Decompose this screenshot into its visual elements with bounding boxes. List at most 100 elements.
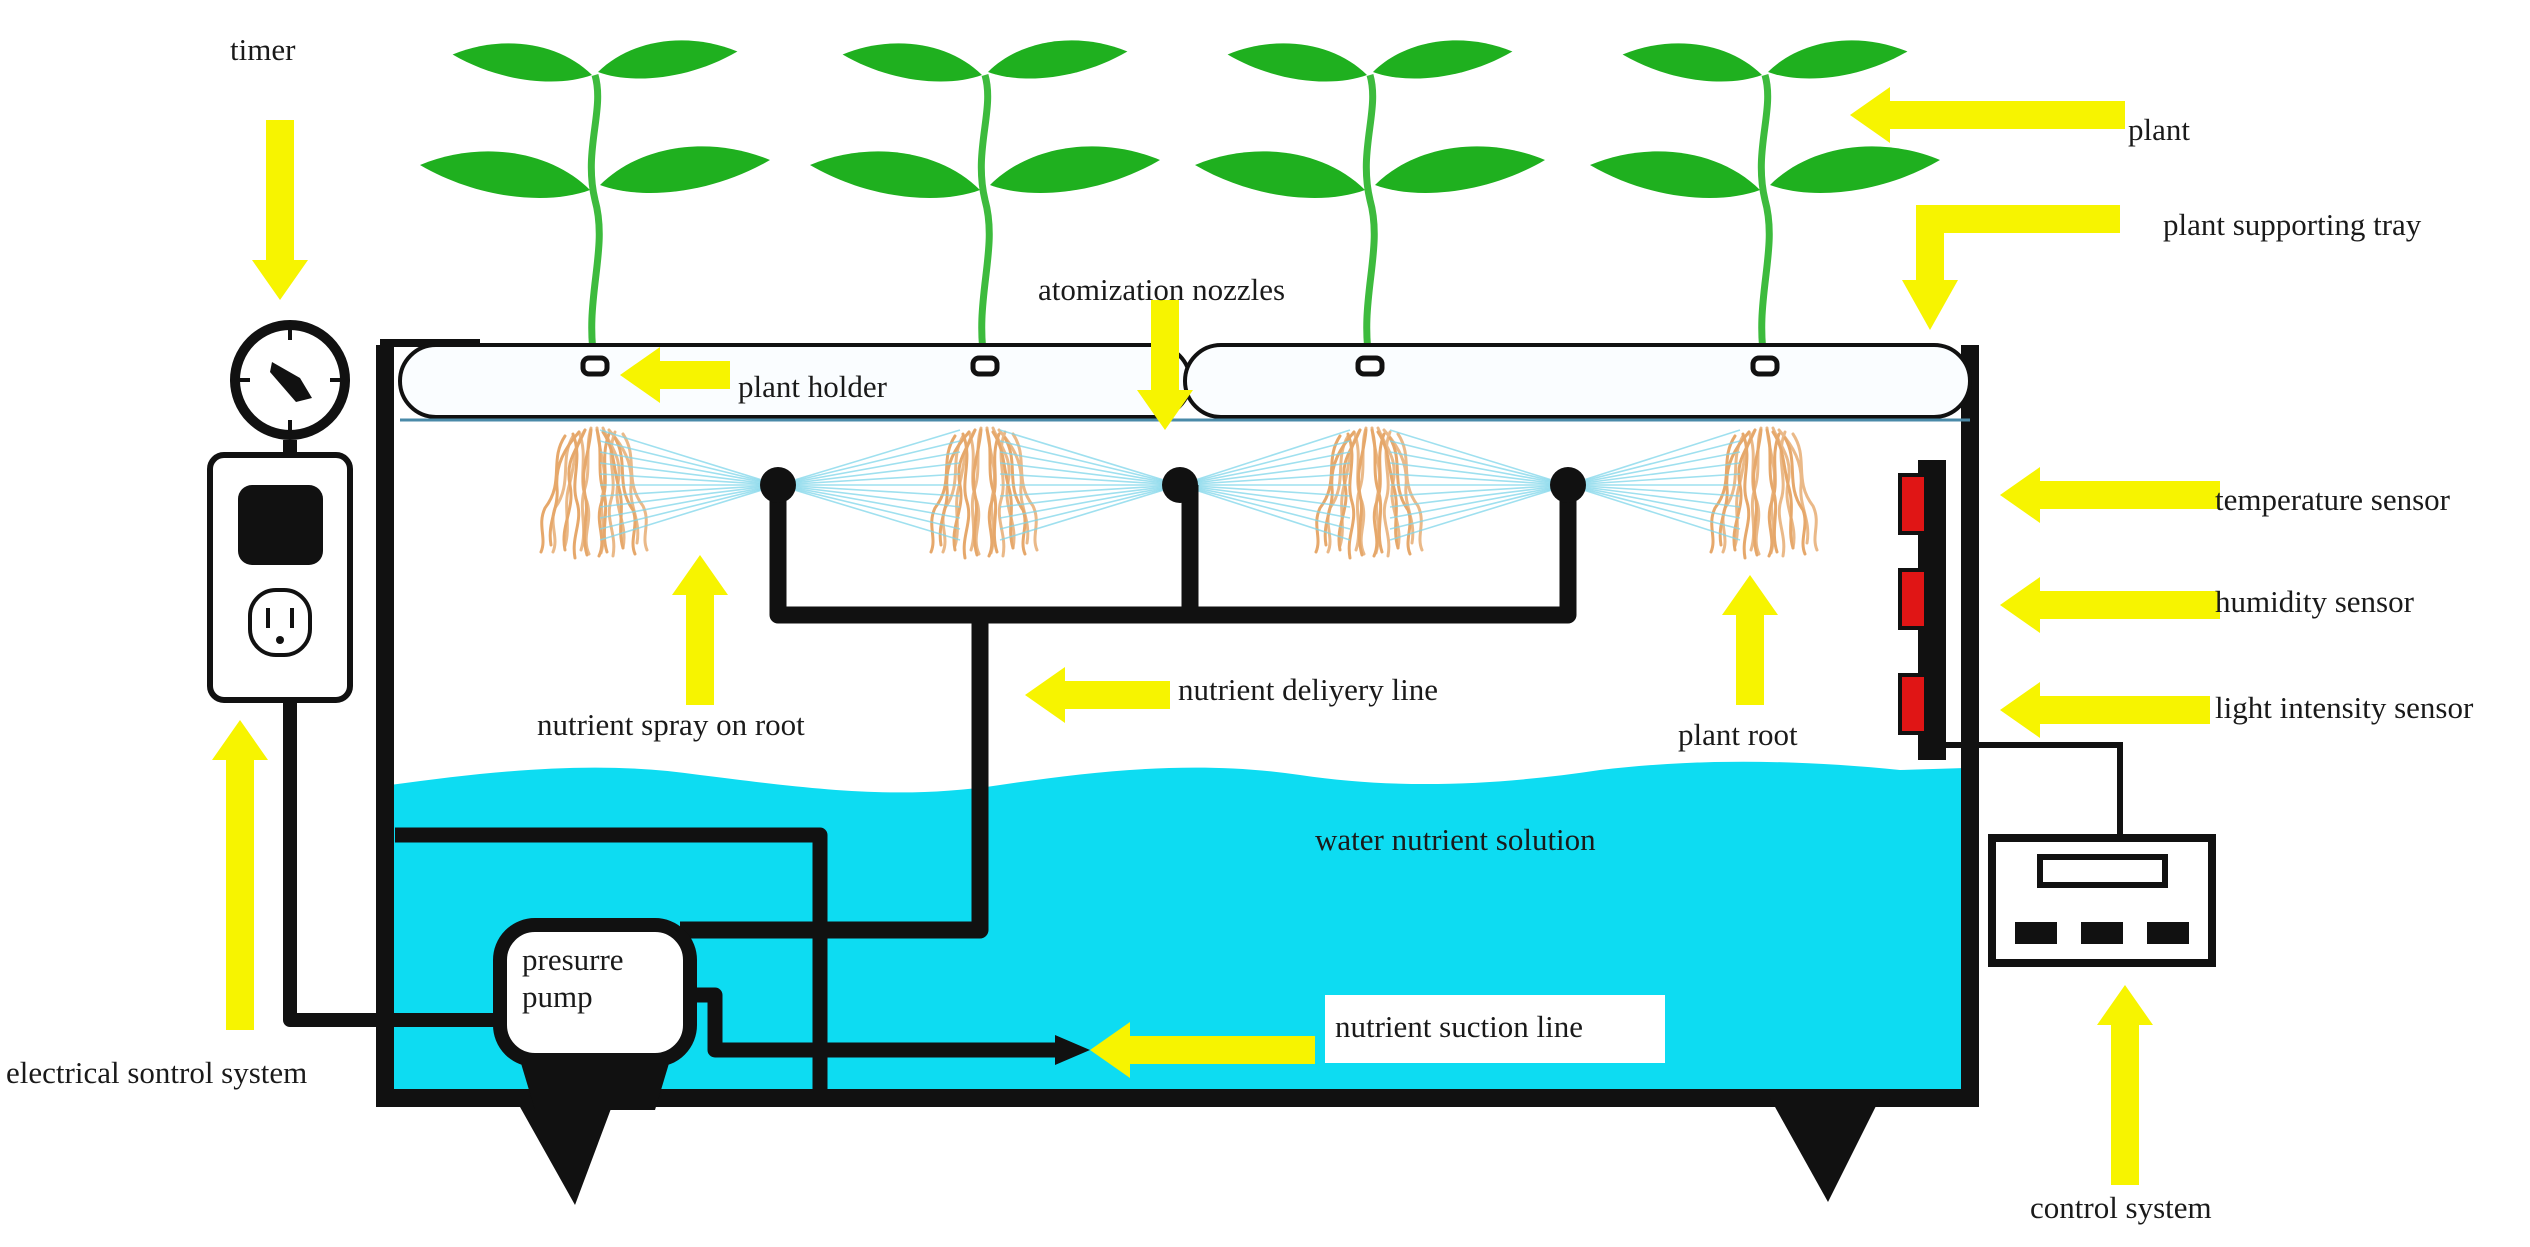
leaf (1195, 151, 1365, 198)
spray-ray (777, 484, 961, 508)
timer (230, 320, 350, 440)
arrow-atomization-nozzles (1137, 300, 1193, 430)
leaf (452, 43, 592, 82)
spray-ray (777, 451, 961, 486)
spray-ray (1179, 484, 1351, 541)
label-humidity-sensor: humidity sensor (2215, 584, 2415, 619)
leaf (598, 40, 738, 79)
leaf (1622, 43, 1762, 82)
spray-ray (599, 484, 779, 541)
spray-ray (777, 473, 961, 486)
plant-holder-4 (1750, 355, 1780, 377)
pressure-pump (493, 918, 697, 1110)
arrow-light-intensity-sensor (2000, 682, 2210, 738)
spray-ray (599, 484, 779, 497)
nutrient-suction-line (395, 827, 1060, 1095)
leaf (810, 151, 980, 198)
spray-ray (777, 429, 961, 486)
spray-ray (999, 484, 1181, 508)
label-temperature-sensor: temperature sensor (2215, 482, 2451, 517)
pointer-arrows (212, 87, 2220, 1185)
humidity-sensor (1898, 568, 1928, 630)
arrow-nutrient-spray-on-root (672, 555, 728, 705)
labels: timer plant plant supporting tray atomiz… (6, 32, 2474, 1225)
plant-holders (580, 355, 1780, 377)
spray-ray (999, 484, 1181, 530)
spray-ray (1567, 473, 1741, 486)
spray-ray (999, 484, 1181, 497)
spray-ray (1179, 440, 1351, 486)
spray-ray (1389, 484, 1569, 541)
spray-ray (599, 484, 779, 508)
leaf (420, 151, 590, 198)
spray-ray (777, 484, 961, 519)
plant-3 (1195, 40, 1545, 366)
nozzle-3 (1550, 467, 1586, 503)
spray-ray (1567, 429, 1741, 486)
arrow-timer (252, 120, 308, 300)
leaf (1227, 43, 1367, 82)
label-pressure-pump-2: pump (522, 979, 593, 1014)
light-intensity-sensor (1898, 673, 1928, 735)
spray-ray (777, 440, 961, 486)
spray-ray (1179, 484, 1351, 519)
spray-ray (1567, 484, 1741, 497)
spray-ray (1389, 484, 1569, 508)
spray-ray (777, 484, 961, 530)
spray-ray (777, 484, 961, 541)
timer-hand (270, 362, 312, 402)
spray-ray (599, 429, 779, 486)
spray-ray (1179, 484, 1351, 530)
spray-ray (1179, 473, 1351, 486)
leaf (1768, 40, 1908, 79)
tank-leg-left (515, 1098, 615, 1205)
arrow-plant (1850, 87, 2125, 143)
label-nutrient-suction-line: nutrient suction line (1335, 1009, 1583, 1044)
spray-ray (599, 484, 779, 519)
spray-ray (1567, 451, 1741, 486)
tank-leg-right (1770, 1098, 1880, 1202)
arrow-humidity-sensor (2000, 577, 2220, 633)
label-plant: plant (2128, 112, 2190, 147)
plant-1 (420, 40, 770, 366)
leaf (842, 43, 982, 82)
nozzle-1 (760, 467, 796, 503)
label-electrical-control-system: electrical sontrol system (6, 1055, 307, 1090)
spray-ray (1389, 484, 1569, 497)
plant-4 (1590, 40, 1940, 366)
suction-line-tip (1055, 1035, 1090, 1065)
arrow-plant-holder (620, 347, 730, 403)
arrow-nutrient-suction-line (1090, 1022, 1315, 1078)
spray-ray (777, 484, 961, 497)
arrow-control-system (2097, 985, 2153, 1185)
spray-ray (1179, 484, 1351, 497)
nutrient-delivery-line (680, 485, 1577, 939)
plant-holder-1 (580, 355, 610, 377)
plants (420, 40, 1940, 366)
label-water-nutrient-solution: water nutrient solution (1315, 822, 1596, 857)
spray-ray (599, 462, 779, 486)
leaf (990, 146, 1160, 193)
spray-ray (999, 484, 1181, 519)
spray-ray (1389, 429, 1569, 486)
label-atomization-nozzles: atomization nozzles (1038, 272, 1285, 307)
spray-ray (1567, 484, 1741, 508)
spray-ray (999, 440, 1181, 486)
label-timer: timer (230, 32, 296, 67)
leaf (1375, 146, 1545, 193)
nozzle-2 (1162, 467, 1198, 503)
arrow-nutrient-delivery-line (1025, 667, 1170, 723)
leaf (1770, 146, 1940, 193)
plant-holder-2 (970, 355, 1000, 377)
atomization-nozzles (760, 467, 1586, 503)
spray-ray (1389, 484, 1569, 519)
label-nutrient-spray-on-root: nutrient spray on root (537, 707, 805, 742)
temperature-sensor (1898, 473, 1928, 535)
spray-ray (1567, 484, 1741, 519)
tank-wall (376, 345, 1979, 1107)
label-plant-holder: plant holder (738, 369, 888, 404)
spray-ray (999, 462, 1181, 486)
label-light-intensity-sensor: light intensity sensor (2215, 690, 2474, 725)
